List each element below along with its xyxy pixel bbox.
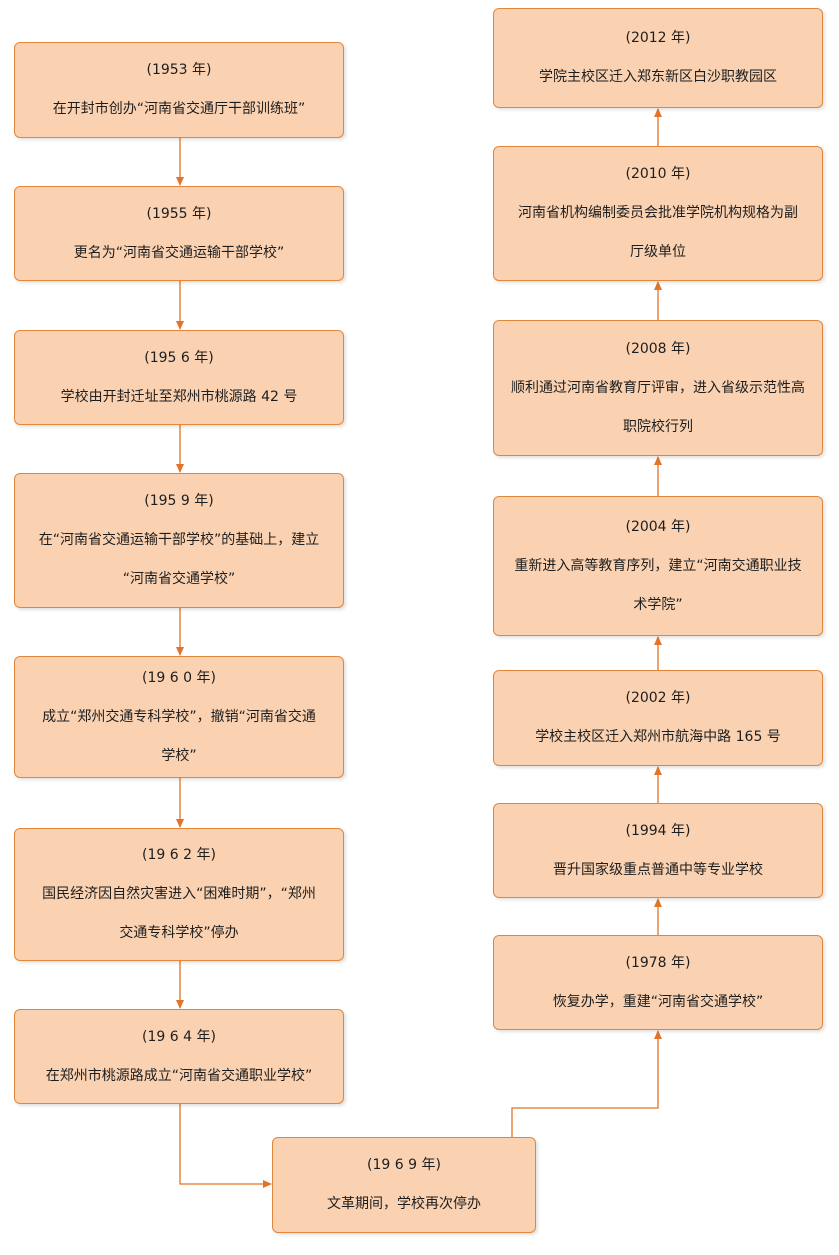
timeline-box-1978: (1978 年) 恢复办学，重建“河南省交通学校” (493, 935, 823, 1030)
timeline-event: 学校主校区迁入郑州市航海中路 165 号 (535, 729, 781, 745)
timeline-year: (19 6 0 年) (142, 669, 216, 686)
timeline-year: (1953 年) (146, 62, 212, 78)
timeline-event: 在“河南省交通运输干部学校”的基础上，建立 “河南省交通学校” (38, 532, 320, 587)
timeline-box-1953: (1953 年) 在开封市创办“河南省交通厅干部训练班” (14, 42, 344, 138)
timeline-year: (19 6 9 年) (367, 1157, 441, 1173)
timeline-year: (19 6 2 年) (142, 847, 216, 863)
arrow-1969-to-1978 (511, 1030, 662, 1137)
timeline-year: (2010 年) (625, 166, 691, 182)
timeline-event: 成立“郑州交通专科学校”，撤销“河南省交通 学校” (42, 708, 316, 764)
timeline-event: 学校由开封迁址至郑州市桃源路 42 号 (60, 388, 298, 405)
timeline-box-2010: (2010 年) 河南省机构编制委员会批准学院机构规格为副 厅级单位 (493, 146, 823, 281)
timeline-box-2002: (2002 年) 学校主校区迁入郑州市航海中路 165 号 (493, 670, 823, 766)
timeline-box-1960: (19 6 0 年) 成立“郑州交通专科学校”，撤销“河南省交通 学校” (14, 656, 344, 778)
timeline-event: 文革期间，学校再次停办 (327, 1196, 481, 1212)
timeline-event: 重新进入高等教育序列，建立“河南交通职业技 术学院” (514, 557, 802, 613)
timeline-box-1964: (19 6 4 年) 在郑州市桃源路成立“河南省交通职业学校” (14, 1009, 344, 1104)
timeline-box-2008: (2008 年) 顺利通过河南省教育厅评审，进入省级示范性高 职院校行列 (493, 320, 823, 456)
timeline-box-1956: (195 6 年) 学校由开封迁址至郑州市桃源路 42 号 (14, 330, 344, 425)
timeline-box-2004: (2004 年) 重新进入高等教育序列，建立“河南交通职业技 术学院” (493, 496, 823, 636)
timeline-year: (1955 年) (146, 205, 212, 222)
timeline-year: (195 9 年) (144, 493, 214, 509)
timeline-year: (1994 年) (625, 822, 691, 839)
timeline-year: (2004 年) (625, 518, 691, 535)
timeline-event: 在郑州市桃源路成立“河南省交通职业学校” (45, 1067, 313, 1084)
timeline-event: 国民经济因自然灾害进入“困难时期”，“郑州 交通专科学校”停办 (42, 886, 316, 941)
timeline-year: (19 6 4 年) (142, 1028, 216, 1045)
timeline-box-1959: (195 9 年) 在“河南省交通运输干部学校”的基础上，建立 “河南省交通学校” (14, 473, 344, 608)
timeline-year: (195 6 年) (144, 349, 214, 366)
arrow-1964-to-1969 (179, 1104, 272, 1188)
timeline-event: 恢复办学，重建“河南省交通学校” (552, 993, 764, 1010)
timeline-box-1962: (19 6 2 年) 国民经济因自然灾害进入“困难时期”，“郑州 交通专科学校”停… (14, 828, 344, 961)
timeline-year: (2008 年) (625, 340, 691, 357)
timeline-year: (2012 年) (625, 30, 691, 46)
timeline-box-1955: (1955 年) 更名为“河南省交通运输干部学校” (14, 186, 344, 281)
timeline-year: (2002 年) (625, 690, 691, 706)
timeline-box-1969: (19 6 9 年) 文革期间，学校再次停办 (272, 1137, 536, 1233)
timeline-event: 在开封市创办“河南省交通厅干部训练班” (52, 101, 306, 117)
timeline-event: 晋升国家级重点普通中等专业学校 (553, 861, 763, 878)
timeline-year: (1978 年) (625, 954, 691, 971)
timeline-event: 学院主校区迁入郑东新区白沙职教园区 (539, 69, 777, 85)
timeline-event: 更名为“河南省交通运输干部学校” (73, 244, 285, 261)
timeline-box-1994: (1994 年) 晋升国家级重点普通中等专业学校 (493, 803, 823, 898)
timeline-event: 顺利通过河南省教育厅评审，进入省级示范性高 职院校行列 (511, 379, 805, 435)
timeline-event: 河南省机构编制委员会批准学院机构规格为副 厅级单位 (518, 205, 798, 260)
timeline-box-2012: (2012 年) 学院主校区迁入郑东新区白沙职教园区 (493, 8, 823, 108)
